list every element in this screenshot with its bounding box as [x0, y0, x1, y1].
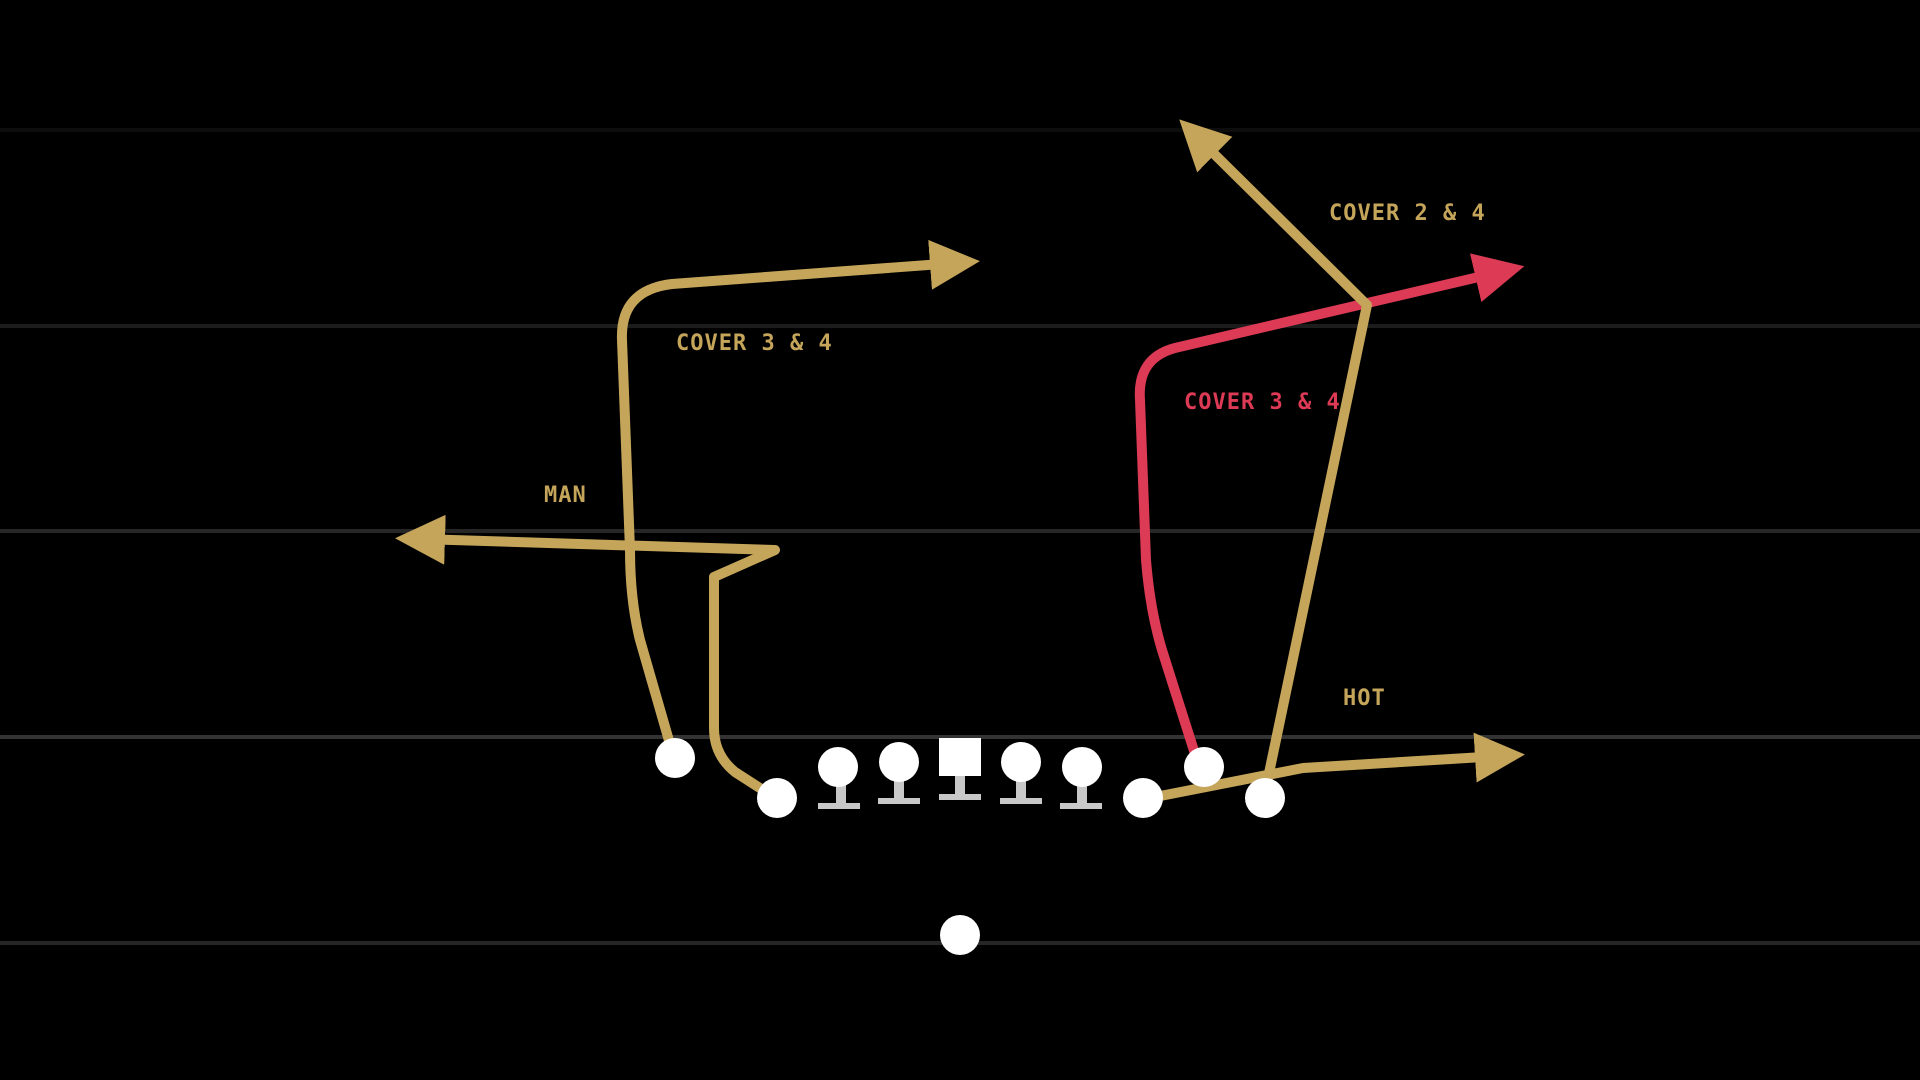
receiver-x	[655, 738, 695, 778]
receiver-z	[1184, 747, 1224, 787]
lineman	[818, 747, 860, 809]
label-cover-3-4-left: COVER 3 & 4	[676, 331, 833, 356]
lineman	[1060, 747, 1102, 809]
yard-lines	[0, 128, 1920, 945]
label-cover-3-4-right: COVER 3 & 4	[1184, 390, 1341, 415]
lineman	[878, 742, 920, 804]
slot-receiver-right	[1245, 778, 1285, 818]
center	[939, 738, 981, 800]
route-seam-post-right	[1179, 119, 1372, 783]
route-labels: MAN COVER 3 & 4 COVER 2 & 4 COVER 3 & 4 …	[544, 201, 1486, 711]
label-hot: HOT	[1343, 686, 1386, 711]
label-man: MAN	[544, 483, 587, 508]
lineman	[1000, 742, 1042, 804]
route-out-left	[395, 514, 780, 797]
skill-players	[655, 738, 1285, 955]
tight-end	[1123, 778, 1163, 818]
running-back	[940, 915, 980, 955]
route-post-corner-left	[616, 239, 980, 763]
offensive-line	[818, 738, 1102, 809]
route-hot-flat	[1140, 732, 1525, 804]
routes	[395, 119, 1525, 804]
label-cover-2-4: COVER 2 & 4	[1329, 201, 1486, 226]
slot-receiver-left	[757, 778, 797, 818]
route-corner-right	[1134, 253, 1525, 759]
